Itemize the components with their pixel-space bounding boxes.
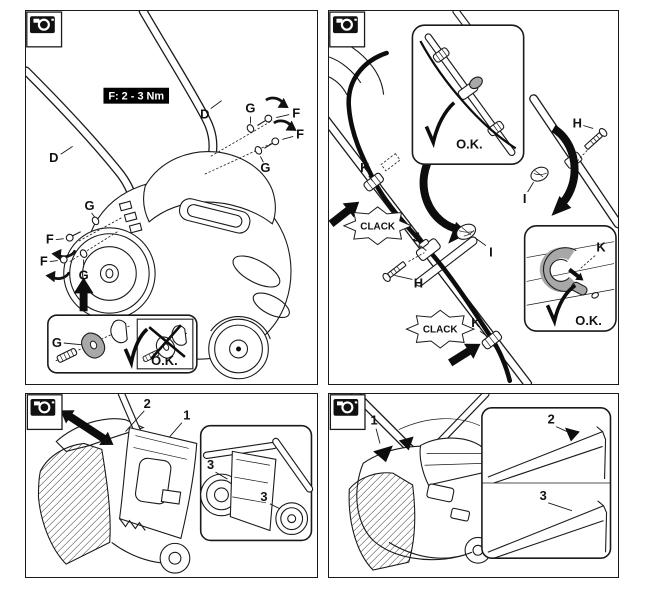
torque-badge: F: 2 - 3 Nm <box>103 87 170 104</box>
mower-body <box>85 151 292 360</box>
part-label-k: K <box>360 160 370 175</box>
part-label-2: 2 <box>548 412 555 427</box>
pointer-arrow-up <box>73 277 94 312</box>
camera-icon <box>329 11 366 48</box>
part-label-3: 3 <box>260 489 267 504</box>
ok-inset: G O.K. <box>47 314 198 374</box>
ok-inset-top: O.K. <box>411 24 525 166</box>
part-label-g: G <box>85 198 95 213</box>
screw-f <box>264 137 280 149</box>
part-label-h: H <box>573 115 582 130</box>
part-label-g: G <box>245 101 255 116</box>
part-label-k: K <box>596 240 606 255</box>
part-label-f: F <box>292 106 300 121</box>
part-label-d: D <box>49 150 58 165</box>
bolt-h <box>382 261 407 282</box>
ok-text: O.K. <box>575 313 602 328</box>
part-label-f: F <box>296 126 304 141</box>
torque-badge-text: F: 2 - 3 Nm <box>108 91 164 103</box>
washer-wrong <box>142 324 188 362</box>
part-label-j: J <box>413 230 420 245</box>
part-label-f: F <box>46 232 54 247</box>
ok-inset-clip: K O.K. <box>523 225 617 332</box>
rear-wheel <box>63 227 156 320</box>
insert-triangle <box>373 445 393 463</box>
cup-washer <box>110 319 128 344</box>
clack-text: CLACK <box>423 325 459 336</box>
insert-triangle <box>398 436 414 451</box>
bolt <box>56 348 78 363</box>
lip-pointer <box>565 427 580 442</box>
panel-cable-clips: K J H H <box>328 10 619 385</box>
panel-grassbag-assembly: 2 1 3 3 <box>25 393 318 578</box>
screw-f <box>257 114 273 126</box>
bag-frame-inset: 3 3 <box>199 424 314 542</box>
part-label-k: K <box>471 315 481 330</box>
screw-hardware-right: G F G F <box>204 92 304 175</box>
cable-clip-k <box>481 330 503 350</box>
part-label-1: 1 <box>371 413 378 428</box>
camera-icon <box>26 394 63 431</box>
washer-correct <box>81 332 106 359</box>
rear-flap <box>118 426 198 540</box>
part-label-g: G <box>79 267 89 282</box>
clip-half-i <box>530 166 549 182</box>
part-label-1: 1 <box>183 408 190 423</box>
panel-handlebar-mounting: F: 2 - 3 Nm D D G F <box>25 10 318 385</box>
screw-hardware-left: G F F G <box>40 198 122 286</box>
part-label-i: I <box>489 245 493 260</box>
part-label-3: 3 <box>540 488 547 503</box>
part-label-g: G <box>260 160 270 175</box>
clack-burst: CLACK <box>342 206 413 246</box>
part-label-d: D <box>200 107 209 122</box>
ok-text: O.K. <box>456 136 483 151</box>
front-wheel <box>208 318 269 380</box>
camera-icon <box>26 11 63 48</box>
bag-lip-inset: 2 3 <box>481 407 612 559</box>
screw-f <box>65 231 81 242</box>
clip-half-i <box>456 223 477 240</box>
part-label-g: G <box>52 335 62 350</box>
bolt-h <box>584 128 608 150</box>
slide-arrow <box>60 410 114 446</box>
cable-clip-j <box>415 238 441 261</box>
screw-f <box>59 253 75 264</box>
part-label-h: H <box>414 275 423 290</box>
panel-grassbag-mounting: 1 2 3 <box>328 393 619 578</box>
rotate-arrow-right <box>551 125 579 205</box>
clack-text: CLACK <box>360 221 396 232</box>
mower-rear-open <box>37 394 191 574</box>
clack-burst: CLACK <box>405 309 476 349</box>
part-label-f: F <box>40 254 48 269</box>
part-label-i: I <box>523 191 527 206</box>
part-label-2: 2 <box>144 396 151 411</box>
cross-x <box>148 324 186 360</box>
part-label-3: 3 <box>207 457 214 472</box>
camera-icon <box>329 394 366 431</box>
